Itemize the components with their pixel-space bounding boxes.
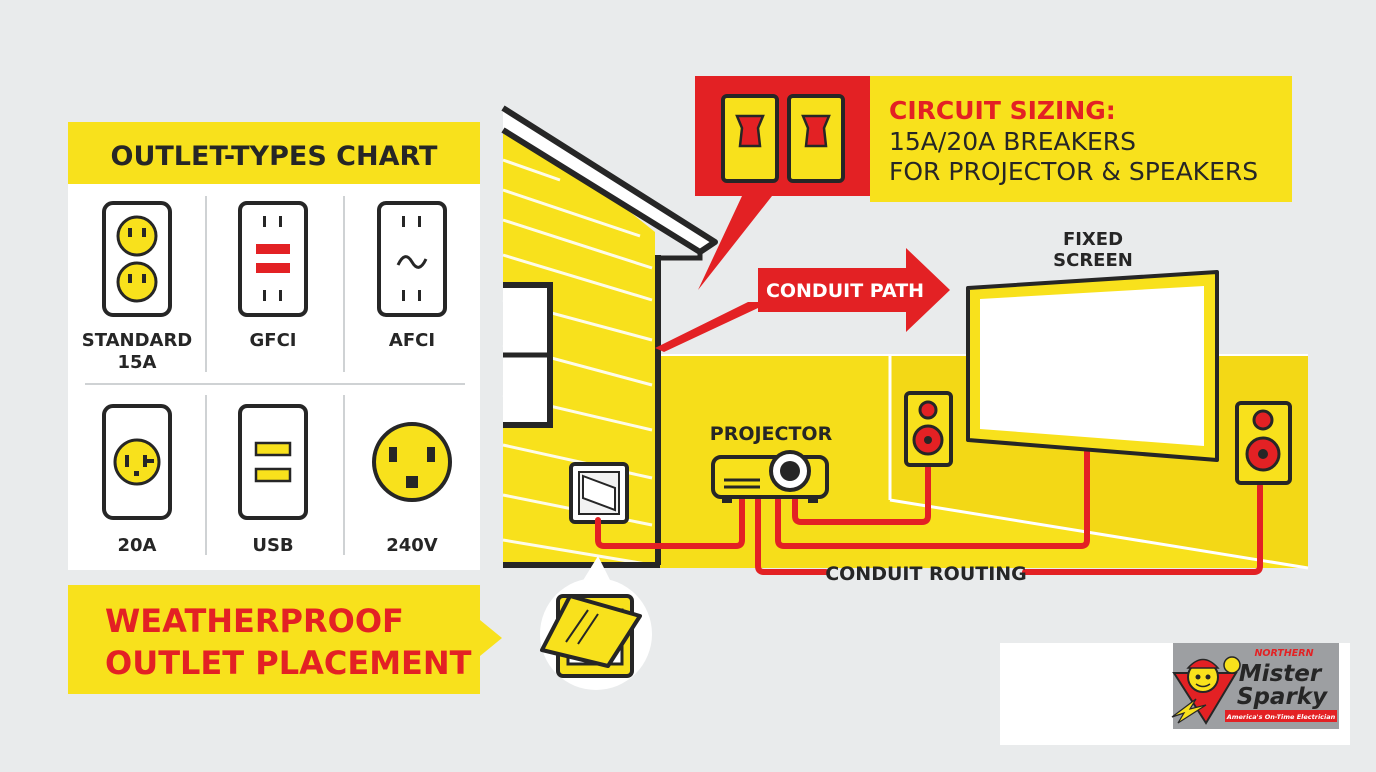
weatherproof-outlet-callout (540, 556, 652, 690)
afci-outlet-label: AFCI (389, 330, 435, 351)
projector-label: PROJECTOR (710, 423, 833, 445)
projector-icon (711, 450, 829, 503)
conduit-path-arrow: CONDUIT PATH (655, 248, 950, 352)
standard-outlet-icon (102, 201, 172, 317)
20a-outlet-label: 20A (118, 535, 157, 556)
circuit-sizing-line2: FOR PROJECTOR & SPEAKERS (889, 157, 1258, 186)
circuit-sizing-line1: 15A/20A BREAKERS (889, 127, 1136, 156)
gfci-outlet-icon (238, 201, 308, 317)
standard-outlet-label: STANDARD (82, 330, 193, 351)
usb-outlet-icon (238, 404, 308, 520)
afci-outlet-icon (377, 201, 447, 317)
usb-outlet-label: USB (252, 535, 293, 556)
left-speaker-icon (904, 391, 953, 467)
weatherproof-title-line2: OUTLET PLACEMENT (105, 644, 472, 682)
screen-label-line2: SCREEN (1053, 250, 1133, 271)
logo-brand-line1: Mister (1239, 661, 1323, 687)
conduit-routing-label: CONDUIT ROUTING (825, 563, 1027, 585)
logo-tagline: America's On-Time Electrician (1226, 713, 1336, 721)
logo-brand-top: NORTHERN (1254, 648, 1313, 659)
right-speaker-icon (1235, 401, 1292, 485)
conduit-path-label: CONDUIT PATH (766, 280, 924, 302)
standard-outlet-sublabel: 15A (118, 352, 157, 373)
conduit-wires (595, 449, 1263, 575)
logo-badge: NORTHERN Mister Sparky America's On-Time… (1000, 643, 1350, 745)
circuit-sizing-panel: CIRCUIT SIZING: 15A/20A BREAKERS FOR PRO… (695, 76, 1292, 290)
gfci-outlet-label: GFCI (250, 330, 297, 351)
screen-label-line1: FIXED (1063, 229, 1123, 250)
240v-outlet-icon (372, 422, 452, 502)
circuit-sizing-heading: CIRCUIT SIZING: (889, 96, 1116, 125)
outlet-chart-title: OUTLET-TYPES CHART (111, 141, 439, 172)
logo-brand-line2: Sparky (1237, 684, 1328, 710)
weatherproof-title-line1: WEATHERPROOF (105, 602, 404, 640)
240v-outlet-label: 240V (386, 535, 438, 556)
mister-sparky-logo: NORTHERN Mister Sparky America's On-Time… (1171, 643, 1339, 729)
house-wall (501, 105, 718, 568)
fixed-screen-icon (966, 270, 1219, 462)
weatherproof-banner: WEATHERPROOF OUTLET PLACEMENT (68, 585, 502, 694)
20a-outlet-icon (102, 404, 172, 520)
weatherproof-outlet-icon (569, 462, 629, 524)
